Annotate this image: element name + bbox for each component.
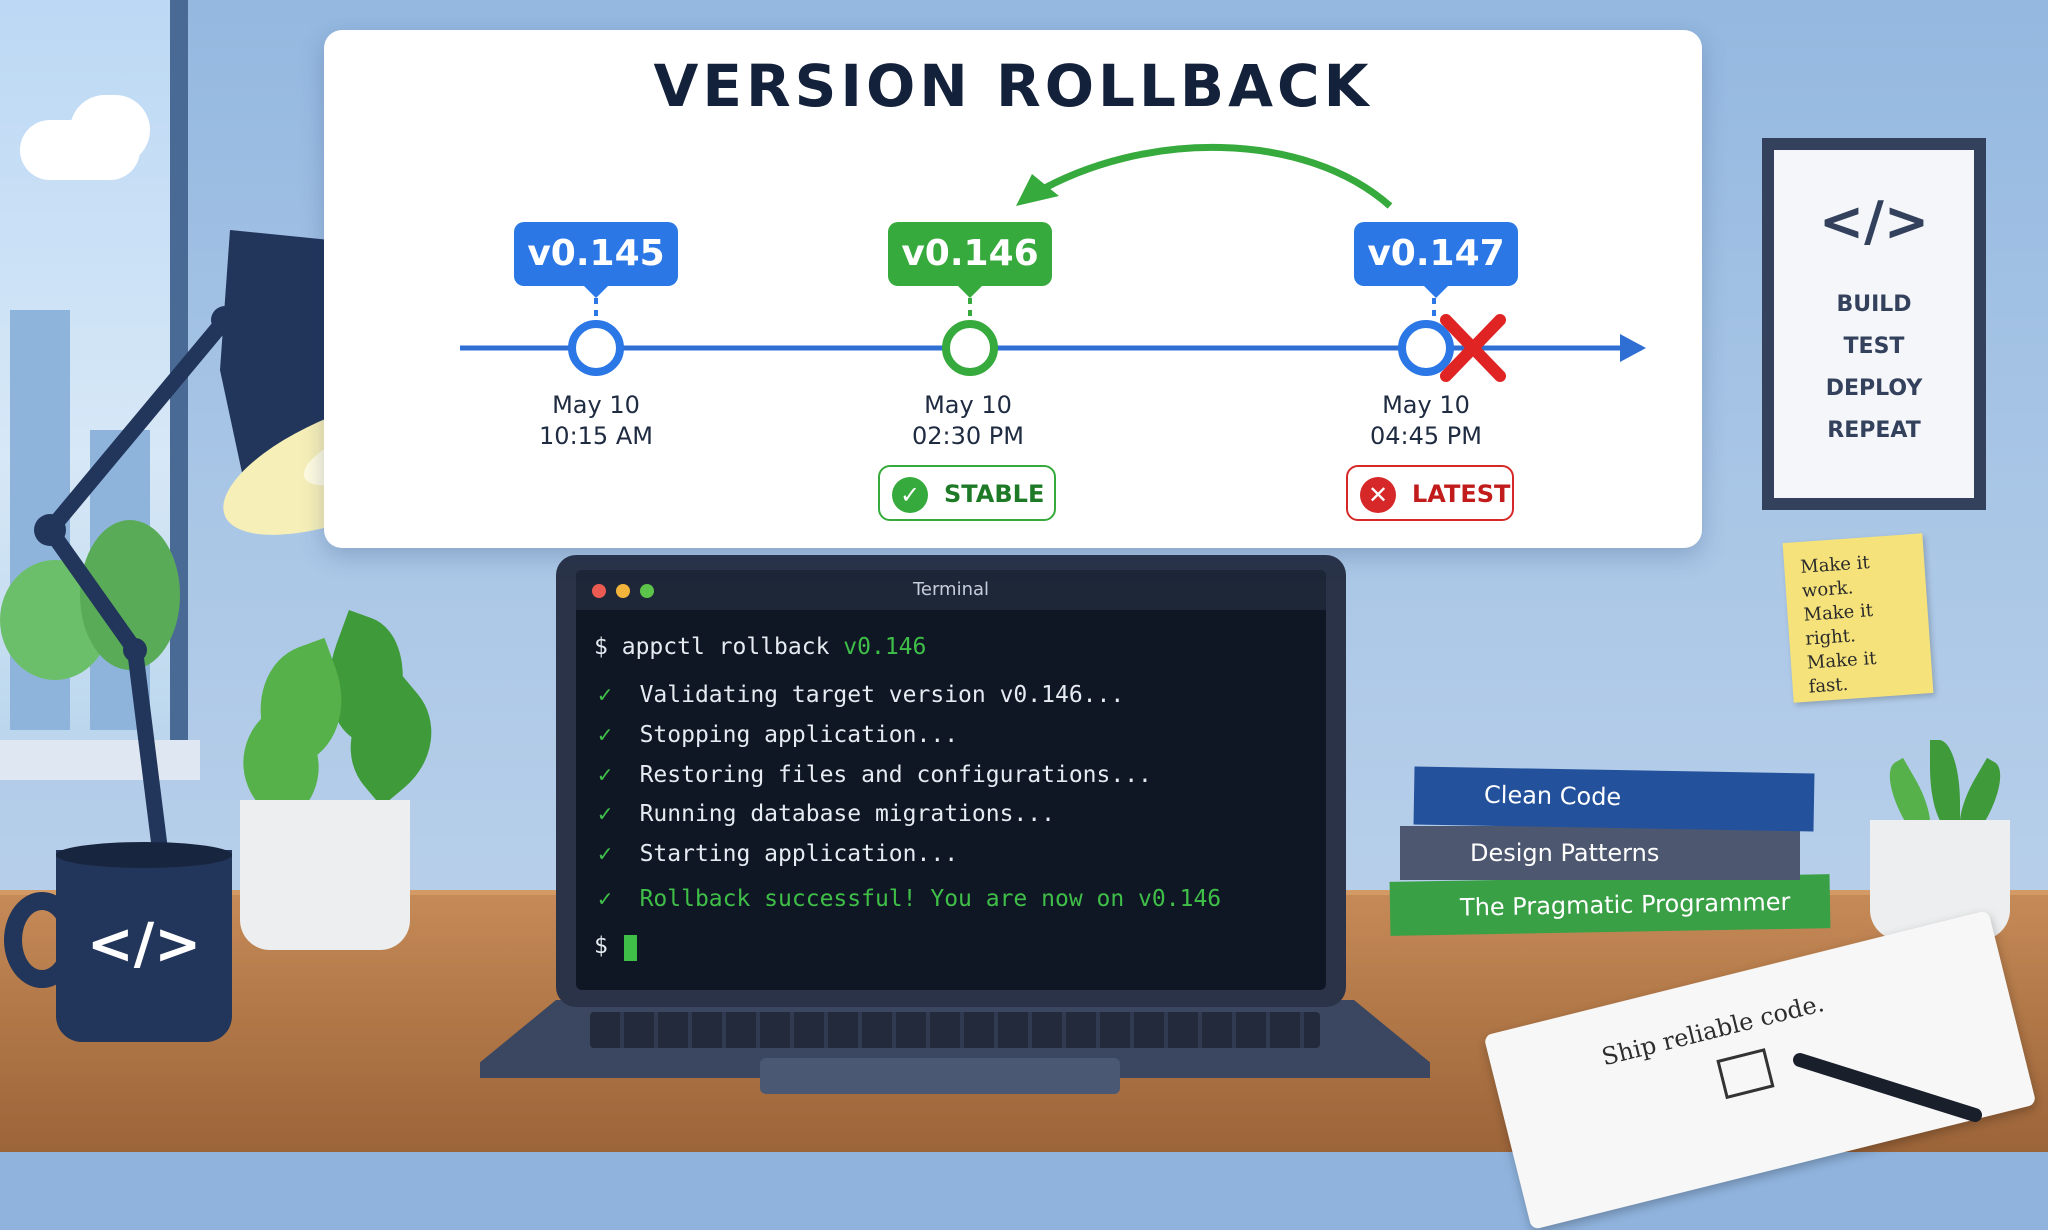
poster-line: TEST [1843, 334, 1905, 359]
latest-badge: ✕ LATEST [1346, 465, 1514, 521]
step-line: ✓ Restoring files and configurations... [598, 762, 1152, 788]
poster: </> BUILD TEST DEPLOY REPEAT [1762, 138, 1986, 510]
prompt-line[interactable]: $ [594, 933, 608, 959]
version-tag-v0146[interactable]: v0.146 [888, 222, 1052, 286]
step-line: ✓ Starting application... [598, 841, 959, 867]
window-sill [0, 740, 200, 780]
tag-pointer [584, 286, 608, 298]
date-v0147: May 10 04:45 PM [1370, 391, 1482, 450]
step-line: ✓ Running database migrations... [598, 801, 1055, 827]
laptop-keyboard [590, 1012, 1320, 1048]
timeline-graphic [460, 143, 1646, 382]
terminal-window[interactable]: Terminal $ appctl rollback v0.146 ✓ Vali… [576, 570, 1326, 990]
coffee-mug [56, 850, 232, 1042]
timeline-card [324, 30, 1702, 548]
maximize-button[interactable] [640, 584, 654, 598]
x-icon: ✕ [1360, 477, 1396, 513]
page-title: VERSION ROLLBACK [653, 52, 1373, 120]
terminal-cursor [624, 935, 637, 961]
poster-code-icon: </> [1818, 190, 1930, 253]
notebook-checkbox-icon [1716, 1048, 1775, 1100]
step-line: ✓ Stopping application... [598, 722, 959, 748]
minimize-button[interactable] [616, 584, 630, 598]
version-tag-v0145[interactable]: v0.145 [514, 222, 678, 286]
check-icon: ✓ [892, 477, 928, 513]
book-pragmatic: The Pragmatic Programmer [1389, 874, 1831, 936]
check-icon: ✓ [598, 722, 612, 748]
close-button[interactable] [592, 584, 606, 598]
version-tag-v0147[interactable]: v0.147 [1354, 222, 1518, 286]
poster-line: BUILD [1836, 292, 1912, 317]
sticky-note: Make it work. Make it right. Make it fas… [1782, 533, 1934, 703]
node-v0146[interactable] [942, 320, 998, 376]
tag-pointer [958, 286, 982, 298]
check-icon: ✓ [598, 682, 612, 708]
prompt: $ [594, 634, 608, 660]
x-icon [1440, 314, 1506, 382]
step-line: ✓ Validating target version v0.146... [598, 682, 1125, 708]
book-design-patterns: Design Patterns [1400, 826, 1800, 880]
mug-code-icon: </> [86, 912, 202, 977]
poster-line: REPEAT [1827, 418, 1921, 443]
command-arg: v0.146 [843, 634, 927, 660]
node-v0145[interactable] [568, 320, 624, 376]
check-icon: ✓ [598, 801, 612, 827]
command-text: appctl rollback [621, 634, 830, 660]
command-line: $ appctl rollback v0.146 [594, 634, 926, 660]
check-icon: ✓ [598, 762, 612, 788]
laptop-trackpad [760, 1058, 1120, 1094]
date-v0145: May 10 10:15 AM [539, 391, 653, 450]
success-line: ✓ Rollback successful! You are now on v0… [598, 886, 1222, 912]
terminal-titlebar[interactable] [576, 570, 1326, 610]
rollback-arrow-icon [1032, 143, 1393, 209]
book-clean-code: Clean Code [1413, 766, 1815, 832]
pen-icon [1793, 1053, 1982, 1122]
plant-left [217, 609, 459, 950]
mug-rim [56, 842, 232, 868]
date-v0146: May 10 02:30 PM [912, 391, 1024, 450]
node-v0147[interactable] [1398, 320, 1454, 376]
terminal-title: Terminal [912, 579, 990, 600]
check-icon: ✓ [598, 841, 612, 867]
rollback-arrowhead-icon [1016, 174, 1059, 206]
poster-line: DEPLOY [1825, 376, 1923, 401]
stable-badge: ✓ STABLE [878, 465, 1056, 521]
timeline-arrow-icon [1620, 334, 1646, 362]
plant-right [1870, 740, 2020, 940]
tag-pointer [1424, 286, 1448, 298]
check-icon: ✓ [598, 886, 612, 912]
